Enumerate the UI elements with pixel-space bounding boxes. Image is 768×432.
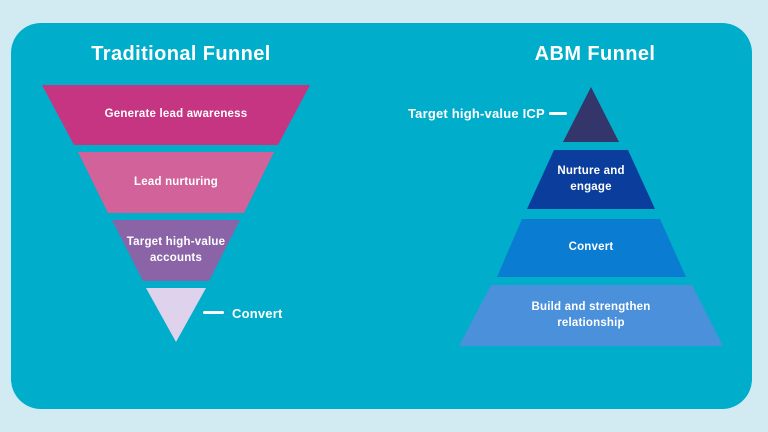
convert-callout-label: Convert [232, 306, 283, 321]
traditional-segment-generate-lead-awareness: Generate lead awareness [42, 85, 310, 145]
segment-label: Generate lead awareness [104, 108, 248, 121]
segment-label: Convert [568, 241, 614, 254]
abm-segment-nurture-and-engage: Nurture and engage [527, 150, 655, 209]
abm-funnel-title: ABM Funnel [534, 43, 656, 65]
traditional-segment-lead-nurturing: Lead nurturing [78, 152, 274, 213]
convert-callout-line [203, 311, 224, 314]
abm-segment-build-and-strengthen-relationship: Build and strengthen relationship [459, 285, 723, 346]
segment-label: Nurture and engage [557, 164, 625, 193]
segment-label: Lead nurturing [134, 175, 218, 188]
segment-label: Target high-value accounts [126, 235, 226, 264]
traditional-funnel-title: Traditional Funnel [91, 43, 271, 65]
abm-segment-convert: Convert [497, 219, 686, 277]
target-high-value-icp-callout-label: Target high-value ICP [408, 106, 545, 121]
funnel-comparison-card [11, 23, 752, 409]
target-high-value-icp-callout-line [549, 112, 567, 115]
segment-label: Build and strengthen relationship [531, 300, 651, 329]
